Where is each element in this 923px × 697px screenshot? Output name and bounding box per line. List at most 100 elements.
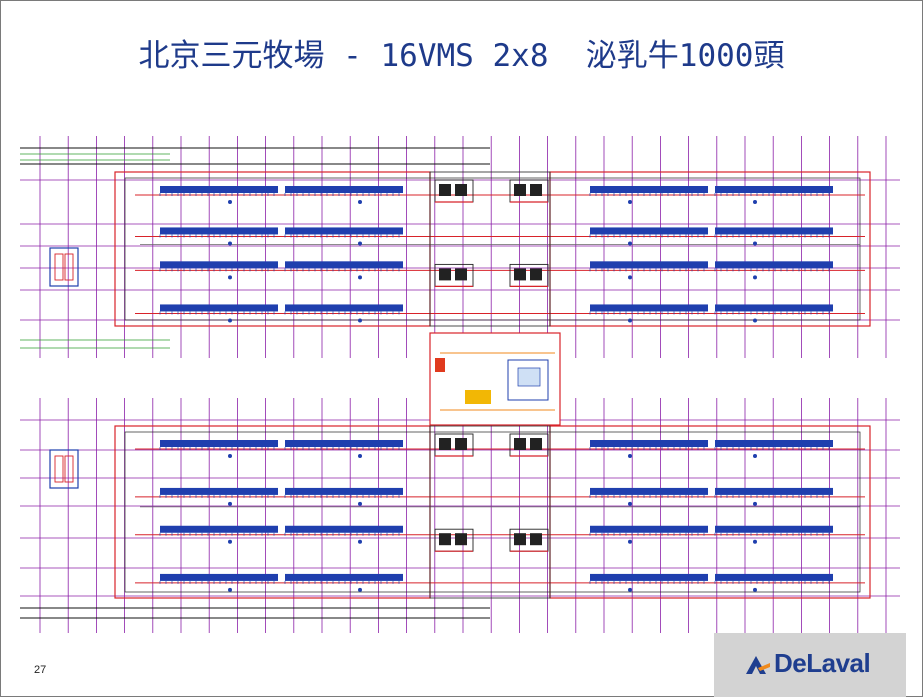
stall-block xyxy=(285,186,403,193)
water-trough xyxy=(753,318,757,323)
ancillary-building xyxy=(49,449,79,489)
milking-center xyxy=(429,171,561,599)
stall-block xyxy=(285,261,403,269)
ancillary-room xyxy=(54,253,64,281)
milking-center-building xyxy=(429,332,561,426)
water-trough xyxy=(753,501,757,506)
logo-wordmark: DeLaval xyxy=(774,648,871,678)
stall-block xyxy=(715,261,833,269)
vms-robot xyxy=(514,438,526,450)
ancillary-room xyxy=(54,455,64,483)
water-trough xyxy=(753,241,757,246)
ancillary-buildings xyxy=(49,247,79,489)
equipment-block xyxy=(435,358,445,372)
vms-robot xyxy=(439,184,451,196)
water-trough xyxy=(228,200,232,204)
water-trough xyxy=(628,454,632,458)
barn-wall-right xyxy=(549,425,871,599)
stall-block xyxy=(160,304,278,312)
central-block xyxy=(429,171,551,327)
stall-block xyxy=(285,227,403,235)
vms-robot xyxy=(530,438,542,450)
water-trough xyxy=(358,454,362,458)
stall-block xyxy=(590,186,708,193)
ancillary-room xyxy=(64,455,74,483)
water-trough xyxy=(753,539,757,544)
ancillary-room xyxy=(64,253,74,281)
vms-robot xyxy=(439,533,451,546)
water-trough xyxy=(358,587,362,592)
water-trough xyxy=(753,275,757,280)
office-desk xyxy=(517,367,541,387)
stall-block xyxy=(715,440,833,447)
barn-inner-outline xyxy=(124,431,861,593)
stall-block xyxy=(160,573,278,581)
stall-block xyxy=(715,186,833,193)
stall-block xyxy=(590,487,708,495)
central-block xyxy=(429,425,551,599)
vms-robot xyxy=(455,533,467,546)
stall-block xyxy=(715,573,833,581)
water-trough xyxy=(228,275,232,280)
stall-block xyxy=(160,186,278,193)
barn-floor-plan xyxy=(20,136,900,633)
water-trough xyxy=(228,318,232,323)
column-grid-lines xyxy=(20,136,900,633)
water-trough xyxy=(628,200,632,204)
delaval-logo: DeLaval xyxy=(714,633,906,697)
water-trough xyxy=(628,539,632,544)
water-trough xyxy=(228,587,232,592)
water-trough xyxy=(358,318,362,323)
ancillary-building xyxy=(49,247,79,287)
water-trough xyxy=(753,587,757,592)
water-trough xyxy=(228,501,232,506)
vms-robot xyxy=(530,533,542,546)
water-trough xyxy=(358,275,362,280)
stall-block xyxy=(285,573,403,581)
office-room xyxy=(507,359,549,401)
stall-block xyxy=(715,227,833,235)
stall-block xyxy=(285,440,403,447)
stall-block xyxy=(160,440,278,447)
water-trough xyxy=(358,200,362,204)
stall-block xyxy=(590,525,708,533)
stall-block xyxy=(285,487,403,495)
page-title: 北京三元牧場 - 16VMS 2x8 泌乳牛1000頭 xyxy=(138,38,785,74)
stall-block xyxy=(590,304,708,312)
vms-robot xyxy=(455,184,467,196)
barn-wall-left xyxy=(114,425,431,599)
delaval-logo-icon xyxy=(746,656,770,674)
vms-robot xyxy=(530,184,542,196)
stall-block xyxy=(160,261,278,269)
barn-inner-outline xyxy=(124,177,861,321)
water-trough xyxy=(628,241,632,246)
stall-block xyxy=(590,573,708,581)
page-number: 27 xyxy=(34,664,47,676)
water-trough xyxy=(753,200,757,204)
stall-block xyxy=(590,261,708,269)
stall-block xyxy=(160,487,278,495)
stall-block xyxy=(160,227,278,235)
water-trough xyxy=(628,275,632,280)
stall-block xyxy=(160,525,278,533)
water-trough xyxy=(358,241,362,246)
stall-block xyxy=(715,487,833,495)
water-trough xyxy=(753,454,757,458)
vms-robot xyxy=(455,268,467,281)
stall-block xyxy=(715,525,833,533)
water-trough xyxy=(358,539,362,544)
vms-robot xyxy=(514,533,526,546)
water-trough xyxy=(228,539,232,544)
stall-rows xyxy=(159,186,833,592)
vms-robot xyxy=(514,184,526,196)
water-trough xyxy=(358,501,362,506)
water-trough xyxy=(228,241,232,246)
water-trough xyxy=(628,501,632,506)
vms-robot xyxy=(530,268,542,281)
stall-block xyxy=(590,227,708,235)
stall-block xyxy=(715,304,833,312)
equipment-block xyxy=(465,390,491,404)
vms-robot xyxy=(455,438,467,450)
stall-block xyxy=(285,304,403,312)
water-trough xyxy=(628,587,632,592)
